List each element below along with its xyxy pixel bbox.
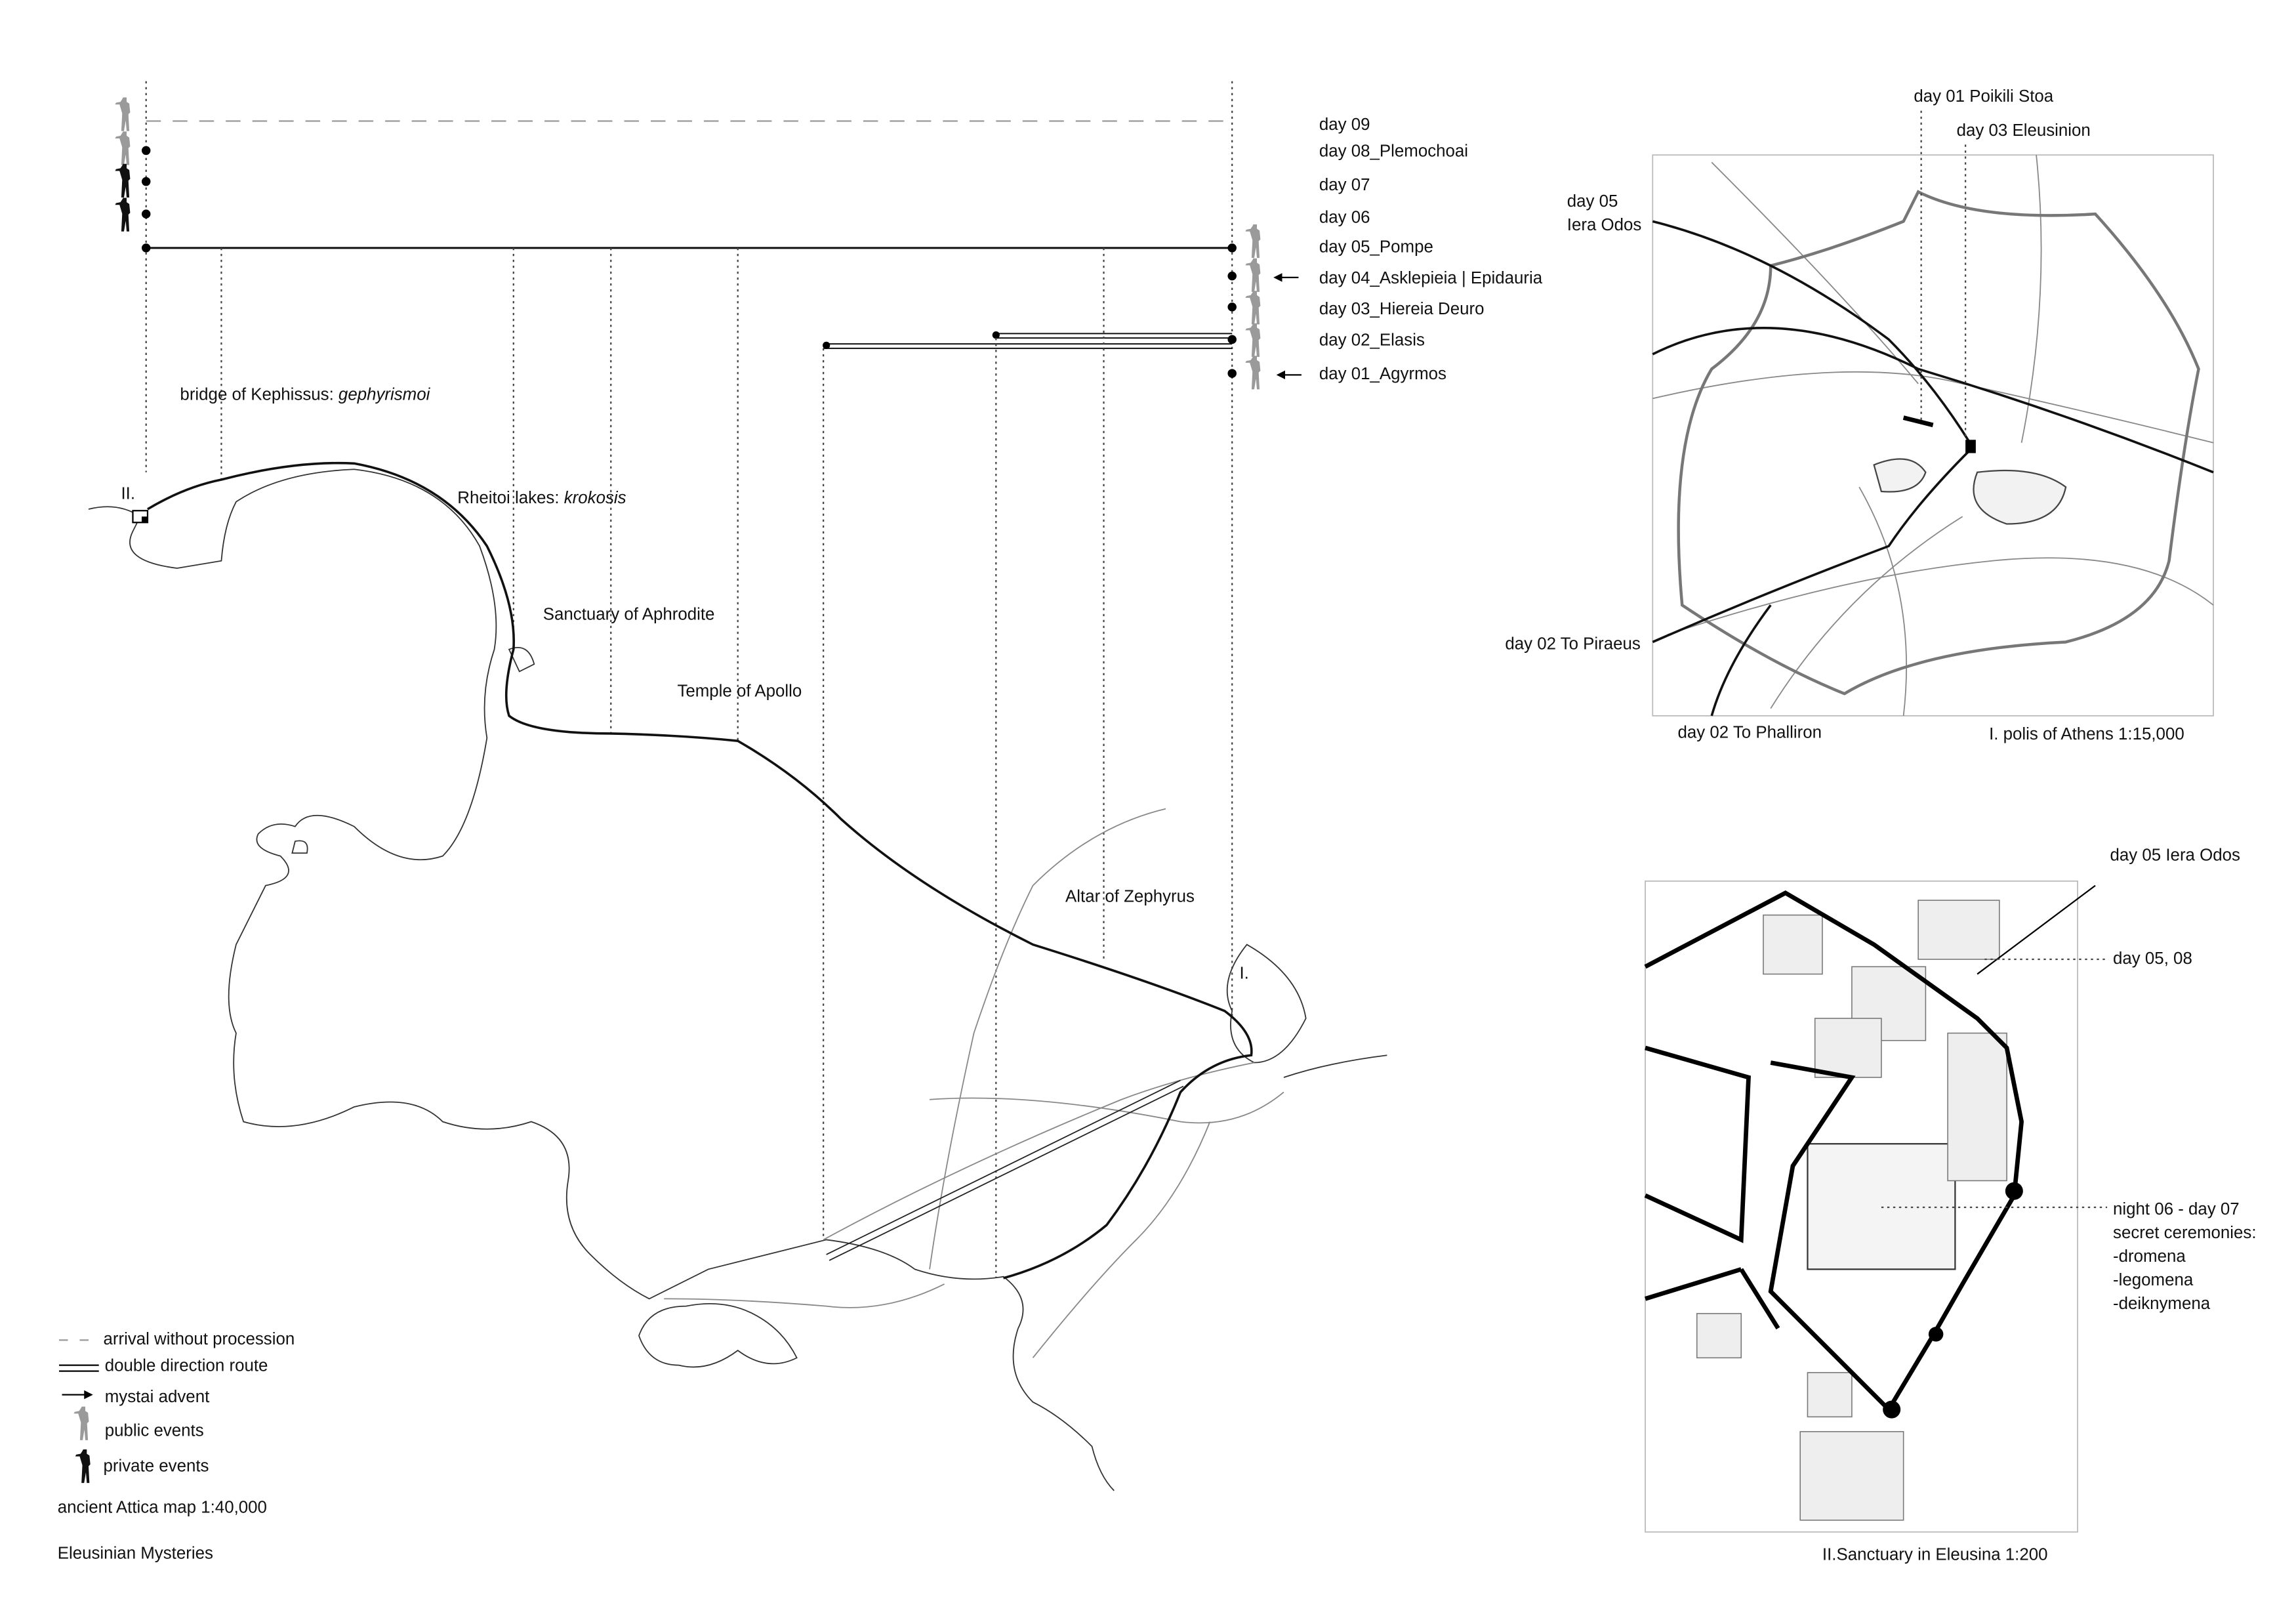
double-route — [826, 1079, 1184, 1261]
public-figure-icon — [1245, 323, 1261, 357]
day-label: day 07 — [1319, 176, 1370, 194]
aphrodite-label: Sanctuary of Aphrodite — [543, 606, 715, 624]
eleusis-marker-label: II. — [121, 484, 135, 503]
night-label: night 06 - day 07 — [2113, 1200, 2240, 1218]
poikili-stoa-label: day 01 Poikili Stoa — [1914, 87, 2053, 106]
apollo-label: Temple of Apollo — [677, 682, 802, 701]
athens-caption: I. polis of Athens 1:15,000 — [1989, 725, 2184, 743]
lakes-label: Rheitoi lakes: krokosis — [457, 489, 626, 507]
athens-marker-label: I. — [1239, 964, 1248, 982]
athens-routes — [1652, 220, 2214, 717]
attica-map: bridge of Kephissus: gephyrismoi II. Rhe… — [88, 386, 1387, 1491]
coastline — [88, 468, 1115, 1491]
private-figure-icon — [115, 163, 131, 198]
legend-label: private events — [103, 1457, 209, 1476]
private-figure-icon — [115, 198, 131, 232]
public-figure-icon — [115, 131, 131, 165]
public-figure-icon — [1245, 356, 1261, 390]
eleusinion-label: day 03 Eleusinion — [1957, 121, 2091, 140]
eleusis-iera-odos-label: day 05 Iera Odos — [2110, 846, 2240, 864]
iera-odos-label: Iera Odos — [1567, 216, 1642, 234]
procession-route — [147, 461, 1253, 1279]
timeline: day 09 day 08_Plemochoai day 07 day 06 d… — [115, 81, 1543, 1278]
event-figures — [115, 97, 1261, 390]
eleusis-caption: II.Sanctuary in Eleusina 1:200 — [1822, 1546, 2048, 1564]
legend-label: double direction route — [105, 1357, 268, 1375]
legend-label: arrival without procession — [103, 1330, 295, 1348]
attica-scale-label: ancient Attica map 1:40,000 — [58, 1499, 267, 1517]
day-label: day 05_Pompe — [1319, 238, 1433, 257]
bridge-label: bridge of Kephissus: gephyrismoi — [180, 386, 430, 404]
public-figure-icon — [115, 97, 131, 131]
private-figure-icon — [75, 1449, 91, 1484]
athens-map: day 01 Poikili Stoa day 03 Eleusinion da… — [1505, 87, 2214, 743]
day-label: day 04_Asklepieia | Epidauria — [1319, 269, 1543, 287]
day-label: day 09 — [1319, 115, 1370, 134]
day-label: day 03_Hiereia Deuro — [1319, 300, 1485, 318]
ceremony-item: -dromena — [2113, 1247, 2186, 1266]
timeline-dots — [141, 146, 1237, 378]
zephyrus-label: Altar of Zephyrus — [1065, 887, 1195, 905]
piraeus-label: day 02 To Piraeus — [1505, 635, 1641, 654]
page-title: Eleusinian Mysteries — [58, 1544, 213, 1562]
ceremony-item: -legomena — [2113, 1271, 2194, 1289]
elasis-double-lines — [823, 333, 1233, 349]
legend: arrival without procession double direct… — [58, 1330, 295, 1562]
legend-label: mystai advent — [105, 1388, 210, 1406]
sanctuary-walls — [1644, 890, 2024, 1413]
public-figure-icon — [1245, 224, 1261, 259]
day-label: day 01_Agyrmos — [1319, 365, 1446, 383]
city-wall — [1677, 190, 2200, 696]
ceremony-item: -deiknymena — [2113, 1295, 2211, 1313]
public-figure-icon — [73, 1406, 89, 1440]
phalliron-label: day 02 To Phalliron — [1678, 724, 1822, 742]
roads — [664, 808, 1284, 1358]
day-05-08-label: day 05, 08 — [2113, 949, 2192, 968]
public-figure-icon — [1245, 258, 1261, 292]
day-label: day 02_Elasis — [1319, 331, 1425, 349]
station-leader-lines — [220, 247, 1105, 1278]
legend-label: public events — [105, 1422, 204, 1440]
double-line-icon — [59, 1364, 99, 1372]
day-label: day 06 — [1319, 209, 1370, 227]
secret-label: secret ceremonies: — [2113, 1224, 2256, 1242]
iera-odos-label: day 05 — [1567, 192, 1618, 211]
public-figure-icon — [1245, 291, 1261, 325]
day-label: day 08_Plemochoai — [1319, 142, 1468, 160]
buildings — [1696, 900, 2007, 1521]
eleusis-map: day 05 Iera Odos day 05, 08 night 06 - d… — [1644, 846, 2257, 1564]
